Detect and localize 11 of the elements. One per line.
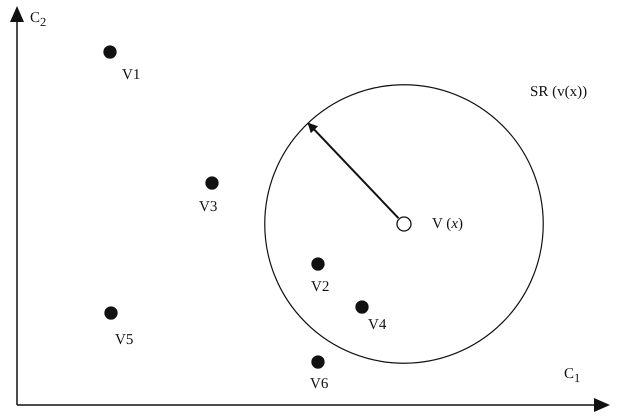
point-label: V (x) [432, 216, 463, 232]
point-label: V4 [368, 317, 386, 333]
point-label: V5 [115, 332, 134, 348]
point-label: V3 [199, 199, 218, 215]
range-label: SR (v(x)) [530, 84, 588, 100]
point-label: V2 [311, 279, 330, 295]
point-label: V1 [122, 67, 140, 83]
axis-label: C$_{2}$ [30, 10, 46, 30]
point-label: V6 [310, 376, 328, 392]
radius-arrow [308, 122, 400, 219]
axis-label: C$_{1}$ [564, 366, 580, 386]
